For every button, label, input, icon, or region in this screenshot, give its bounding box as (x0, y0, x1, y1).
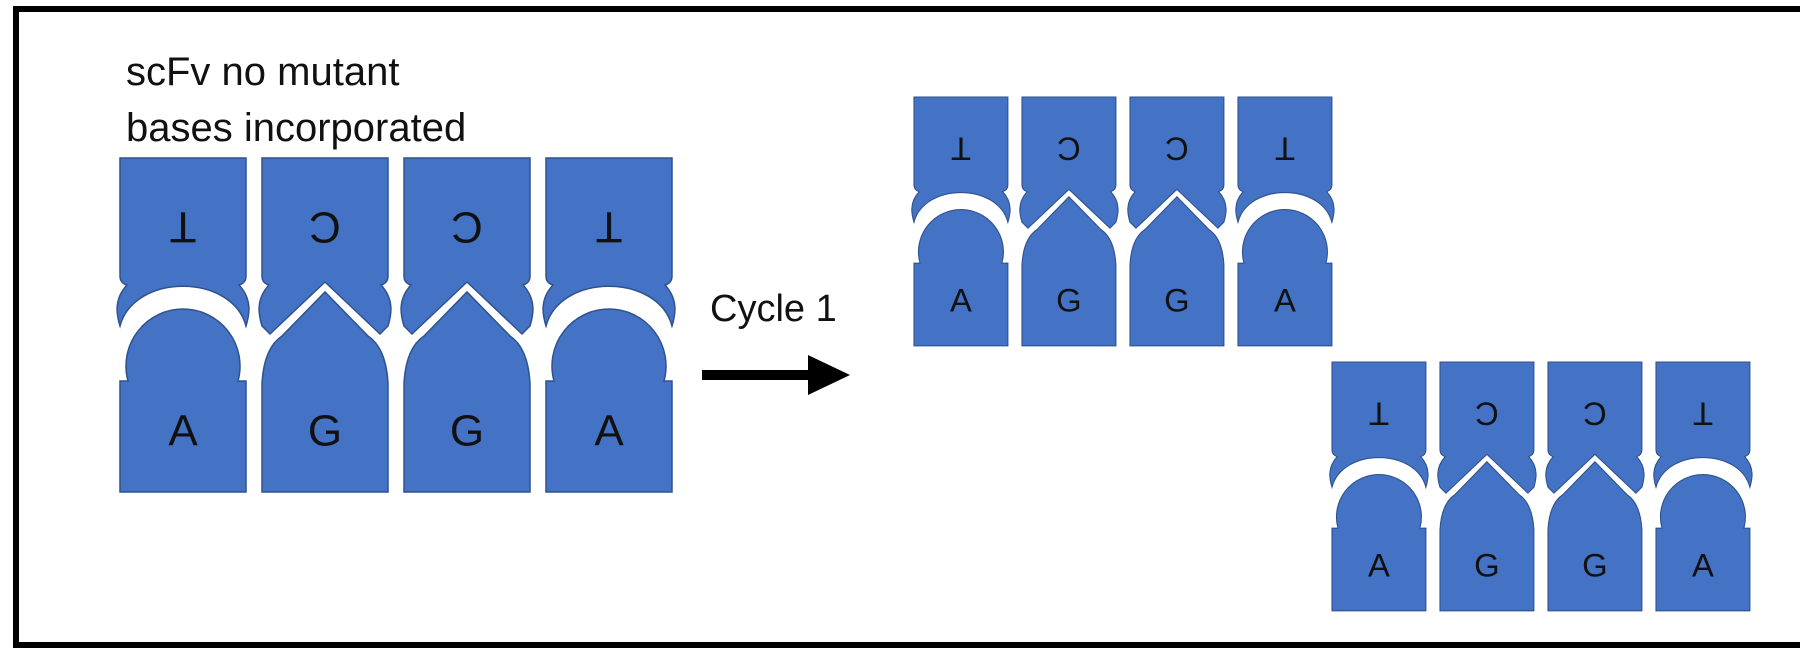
base-top-c (1127, 96, 1227, 229)
base-pair-gc: CG (1019, 96, 1119, 347)
base-bottom-g (1439, 461, 1535, 612)
bottom-base-letter: A (950, 281, 972, 318)
top-base-letter: C (1165, 131, 1189, 168)
top-base-letter: C (1057, 131, 1081, 168)
base-pair-gc: CG (1545, 361, 1645, 612)
base-pair-gc: CG (400, 157, 534, 493)
bottom-base-letter: G (1164, 281, 1190, 318)
base-top-c (1019, 96, 1119, 229)
bottom-base-letter: A (1368, 546, 1390, 583)
cycle-arrow-icon (702, 355, 850, 395)
title-line-1: scFv no mutant (126, 50, 400, 94)
bottom-base-letter: A (168, 407, 198, 456)
top-base-letter: T (1275, 131, 1295, 168)
base-top-t (1235, 96, 1335, 225)
base-bottom-a (119, 308, 247, 493)
bottom-base-letter: G (450, 407, 484, 456)
top-base-letter: C (1475, 396, 1499, 433)
top-base-letter: C (309, 202, 341, 251)
bottom-base-letter: G (308, 407, 342, 456)
base-bottom-g (1547, 461, 1643, 612)
bottom-base-letter: G (1474, 546, 1500, 583)
base-pair-gc: CG (1437, 361, 1537, 612)
top-base-letter: C (451, 202, 483, 251)
arrow-shaft (702, 370, 812, 380)
top-base-letter: T (951, 131, 971, 168)
base-pair-at: TA (1653, 361, 1753, 612)
base-bottom-a (913, 209, 1009, 347)
top-base-letter: T (170, 202, 197, 251)
top-base-letter: C (1583, 396, 1607, 433)
diagram-border (13, 6, 1800, 648)
base-top-c (258, 157, 392, 336)
top-base-letter: T (596, 202, 623, 251)
bottom-base-letter: A (594, 407, 624, 456)
arrow-head (808, 355, 850, 395)
base-top-t (911, 96, 1011, 225)
top-base-letter: T (1693, 396, 1713, 433)
base-top-c (1437, 361, 1537, 494)
base-bottom-a (1331, 474, 1427, 612)
bottom-base-letter: A (1692, 546, 1714, 583)
bottom-base-letter: G (1582, 546, 1608, 583)
base-pair-at: TA (1235, 96, 1335, 347)
base-bottom-g (261, 290, 389, 493)
base-top-t (116, 157, 250, 329)
base-top-c (1545, 361, 1645, 494)
base-pair-at: TA (116, 157, 250, 493)
base-pair-at: TA (542, 157, 676, 493)
base-bottom-a (1237, 209, 1333, 347)
base-top-t (542, 157, 676, 329)
base-pair-gc: CG (1127, 96, 1227, 347)
base-bottom-a (545, 308, 673, 493)
title-line-2: bases incorporated (126, 106, 467, 150)
base-top-t (1653, 361, 1753, 490)
base-pair-at: TA (911, 96, 1011, 347)
base-top-t (1329, 361, 1429, 490)
top-base-letter: T (1369, 396, 1389, 433)
base-bottom-g (1021, 196, 1117, 347)
base-bottom-a (1655, 474, 1751, 612)
base-bottom-g (403, 290, 531, 493)
base-pair-at: TA (1329, 361, 1429, 612)
cycle-label: Cycle 1 (710, 288, 837, 330)
base-top-c (400, 157, 534, 336)
bottom-base-letter: G (1056, 281, 1082, 318)
bottom-base-letter: A (1274, 281, 1296, 318)
base-pair-gc: CG (258, 157, 392, 493)
base-bottom-g (1129, 196, 1225, 347)
